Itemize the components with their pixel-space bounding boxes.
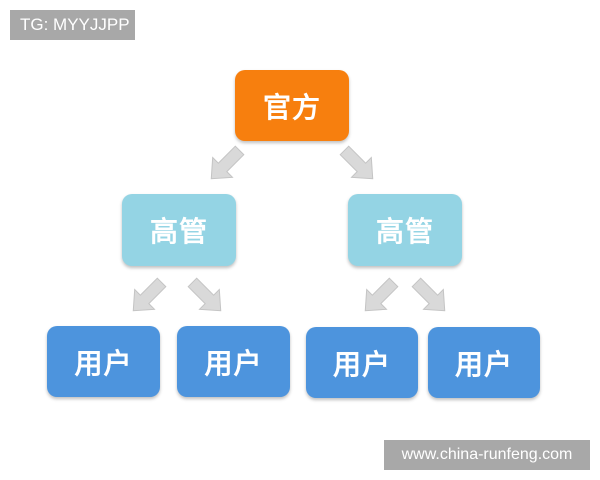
root-node-official: 官方 <box>235 70 349 141</box>
user-node-3: 用户 <box>306 327 418 398</box>
watermark-bottom: www.china-runfeng.com <box>384 440 590 470</box>
user-node-1: 用户 <box>47 326 160 397</box>
arrow-icon <box>122 272 172 322</box>
node-label: 官方 <box>262 90 321 124</box>
user-node-4: 用户 <box>428 327 540 398</box>
node-label: 用户 <box>204 346 263 380</box>
node-label: 高管 <box>375 215 434 248</box>
arrow-icon <box>200 140 250 190</box>
node-label: 用户 <box>454 347 513 381</box>
arrow-icon <box>182 272 232 322</box>
node-label: 用户 <box>332 347 391 381</box>
arrow-icon <box>406 272 456 322</box>
node-label: 高管 <box>149 215 208 248</box>
arrow-icon <box>334 140 384 190</box>
manager-node-right: 高管 <box>348 194 462 266</box>
watermark-top: TG: MYYJJPP <box>10 10 135 40</box>
manager-node-left: 高管 <box>122 194 236 266</box>
arrow-icon <box>354 272 404 322</box>
user-node-2: 用户 <box>177 326 290 397</box>
node-label: 用户 <box>74 346 133 380</box>
